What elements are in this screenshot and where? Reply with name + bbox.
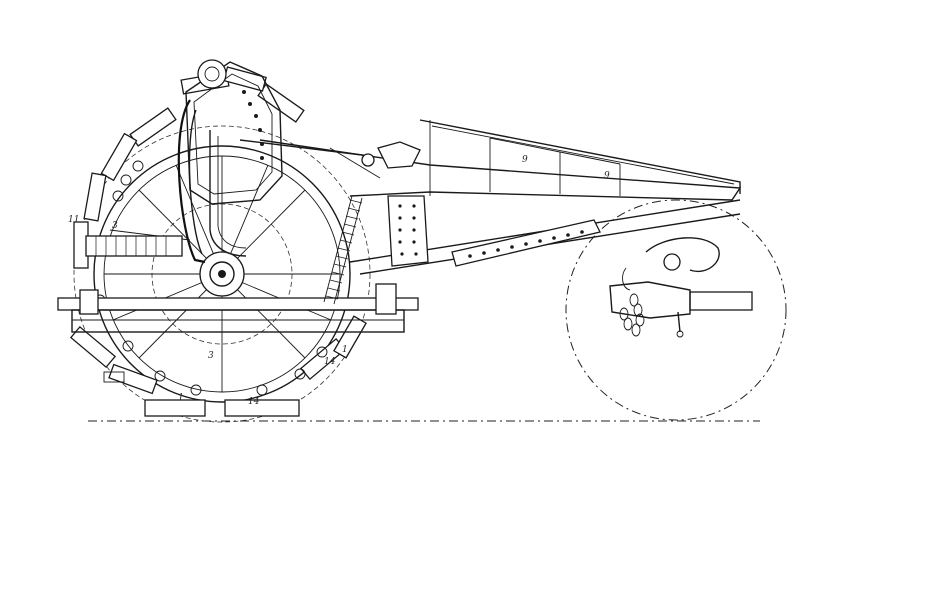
drive-links [177,99,247,264]
reference-labels: 11 3 9 9 1 14 14 1 3 [68,155,610,407]
front-wheel-phantom-circle [565,199,787,421]
coil-spring [323,195,363,305]
label-9-right: 9 [604,171,610,181]
front-hitch [609,237,753,338]
drive-wheel [73,125,371,423]
label-11-left: 11 [68,215,79,225]
perforated-drawbar [451,219,601,267]
label-1-bottom: 1 [178,393,184,403]
perforated-column [387,195,429,267]
label-3: 3 [112,221,118,231]
label-3-bottom: 3 [208,351,214,361]
engine-housing [185,59,283,205]
lower-frame [57,283,419,333]
label-9-upper: 9 [522,155,528,165]
control-rods [85,139,421,257]
label-14-bottom: 14 [248,397,260,407]
label-1: 1 [342,345,348,355]
label-14-right: 14 [324,357,336,367]
